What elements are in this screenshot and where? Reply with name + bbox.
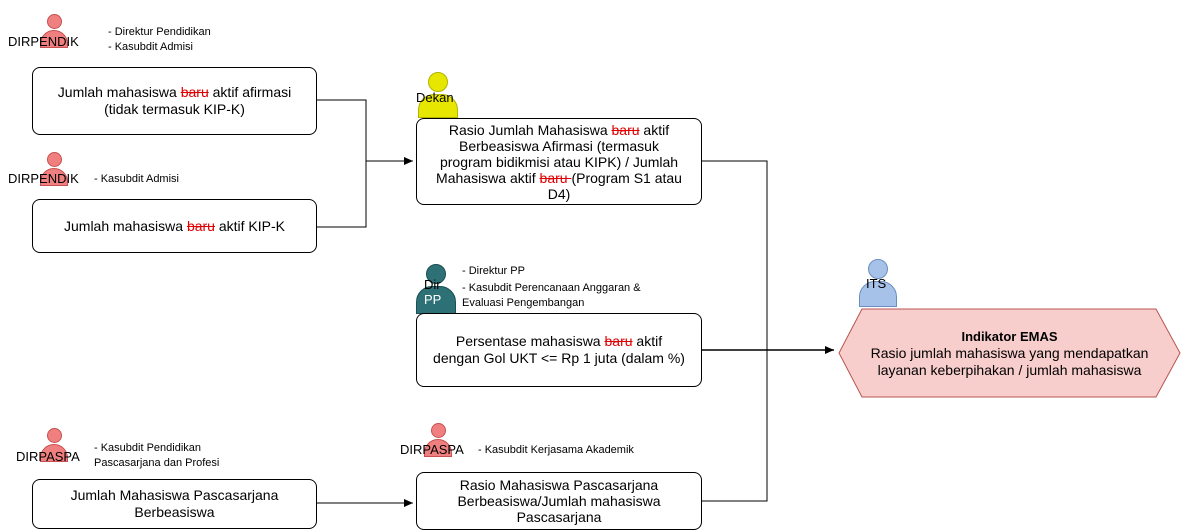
rasio-afirmasi-l1-pre: Rasio Jumlah Mahasiswa: [448, 121, 612, 138]
connector-rasio-pasca: [702, 350, 768, 502]
afirmasi-strike: baru: [180, 84, 209, 100]
dirpp-note-1: - Direktur PP: [462, 265, 525, 277]
dirpendik-note-2: - Kasubdit Admisi: [108, 41, 193, 53]
rasio-afirmasi-l5: D4): [547, 185, 571, 202]
afirmasi-line2: (tidak termasuk KIP-K): [104, 101, 245, 117]
rasio-afirmasi-box[interactable]: Rasio Jumlah Mahasiswa baru aktif Berbea…: [416, 118, 702, 205]
kipk-box[interactable]: Jumlah mahasiswa baru aktif KIP-K: [32, 199, 317, 253]
persentase-l1-strike: baru: [604, 333, 633, 349]
rasio-afirmasi-l1-strike: baru: [611, 121, 640, 138]
kipk-pre: Jumlah mahasiswa: [64, 217, 187, 234]
dirpaspa-person-icon: [40, 428, 68, 462]
persentase-l1-post: aktif: [632, 333, 663, 349]
dirpendik-label: DIRPENDIK: [8, 34, 79, 49]
dirpaspa2-label: DIRPASPA: [400, 442, 464, 457]
dirpaspa2-note-1: - Kasubdit Kerjasama Akademik: [478, 444, 634, 456]
dirpaspa-label: DIRPASPA: [16, 449, 80, 464]
dirpaspa-note-1: - Kasubdit Pendidikan: [94, 442, 202, 454]
dekan-label: Dekan: [416, 90, 454, 105]
kipk-post: aktif KIP-K: [214, 217, 285, 234]
rasio-afirmasi-l4-post: (Program S1 atau: [571, 169, 682, 186]
afirmasi-pre: Jumlah mahasiswa: [57, 84, 181, 100]
dirpendik-note-1: - Direktur Pendidikan: [108, 26, 211, 38]
dirpendik2-label: DIRPENDIK: [8, 171, 79, 186]
rasio-pasca-l2: Berbeasiswa/Jumlah mahasiswa: [457, 493, 661, 509]
rasio-pasca-box[interactable]: Rasio Mahasiswa Pascasarjana Berbeasiswa…: [416, 472, 702, 530]
its-label: ITS: [866, 276, 887, 291]
rasio-pasca-l1: Rasio Mahasiswa Pascasarjana: [459, 477, 659, 493]
persentase-box[interactable]: Persentase mahasiswa baru aktif dengan G…: [416, 313, 702, 387]
afirmasi-post: aktif afirmasi: [208, 84, 292, 100]
rasio-afirmasi-l3: program bidikmisi atau KIPK) / Jumlah: [439, 153, 679, 170]
indikator-line1: Rasio jumlah mahasiswa yang mendapatkan: [870, 344, 1149, 361]
kipk-strike: baru: [186, 217, 215, 234]
afirmasi-box[interactable]: Jumlah mahasiswa baru aktif afirmasi (ti…: [32, 67, 317, 135]
rasio-afirmasi-l4-pre: Mahasiswa aktif: [436, 169, 540, 186]
connector-kipk: [317, 157, 413, 228]
dirpendik-person-icon: [40, 14, 68, 48]
dirpendik2-note-1: - Kasubdit Admisi: [94, 173, 179, 185]
rasio-afirmasi-l4-strike: baru: [539, 169, 572, 186]
its-person-icon: [859, 259, 897, 307]
connector-afirmasi: [317, 99, 367, 161]
dirpaspa-note-2: Pascasarjana dan Profesi: [94, 457, 220, 469]
pasca-beasiswa-l1: Jumlah Mahasiswa Pascasarjana: [70, 487, 279, 503]
indikator-emas-hexagon[interactable]: Indikator EMAS Rasio jumlah mahasiswa ya…: [838, 308, 1181, 398]
rasio-pasca-l3: Pascasarjana: [516, 509, 602, 525]
dirpp-label-line2: PP: [424, 292, 442, 307]
dirpaspa2-person-icon: [424, 423, 452, 457]
pasca-beasiswa-box[interactable]: Jumlah Mahasiswa Pascasarjana Berbeasisw…: [32, 479, 317, 529]
dirpp-person-icon: [416, 264, 456, 314]
indikator-title: Indikator EMAS: [961, 328, 1058, 344]
rasio-afirmasi-l2: Berbeasiswa Afirmasi (termasuk: [459, 137, 659, 154]
dirpp-note-2: - Kasubdit Perencanaan Anggaran &: [462, 282, 641, 294]
dirpp-label-line1: Dir: [424, 277, 441, 292]
persentase-l2: dengan Gol UKT <= Rp 1 juta (dalam %): [433, 350, 685, 366]
dirpendik2-person-icon: [40, 152, 68, 186]
persentase-l1-pre: Persentase mahasiswa: [455, 333, 605, 349]
dekan-person-icon: [418, 72, 458, 118]
dirpp-note-3: Evaluasi Pengembangan: [462, 297, 585, 309]
connector-rasio-afirmasi: [702, 160, 768, 350]
pasca-beasiswa-l2: Berbeasiswa: [134, 504, 215, 520]
rasio-afirmasi-l1-post: aktif: [639, 121, 670, 138]
hexagon-shape: [838, 308, 1181, 398]
indikator-line2: layanan keberpihakan / jumlah mahasiswa: [877, 361, 1142, 378]
